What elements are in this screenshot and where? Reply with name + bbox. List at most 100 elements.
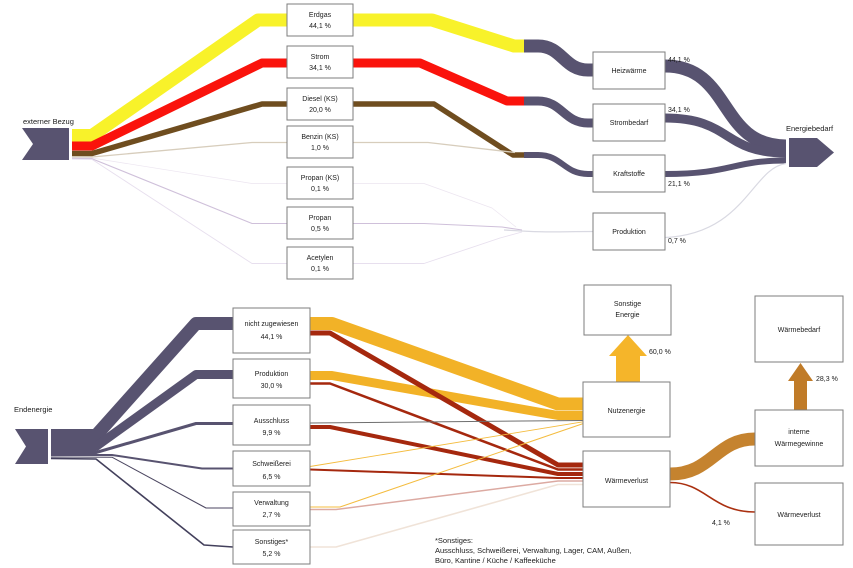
externer-bezug-label: externer Bezug: [23, 117, 74, 126]
nutzenergie-label: Nutzenergie: [608, 408, 646, 415]
schweisserei-pct: 6,5 %: [263, 474, 281, 481]
flow-ausschluss-nutzenergie: [309, 420, 584, 424]
bottom-flows: [50, 317, 813, 548]
schweisserei-box: [232, 450, 311, 487]
flow-produktion-nutzenergie: [310, 371, 583, 420]
nutzenergie-box: [582, 381, 671, 438]
produktion-bottom-label: Produktion: [255, 371, 289, 378]
waermebedarf-pct: 28,3 %: [816, 376, 838, 383]
sonstige-energie-pct: 60,0 %: [649, 349, 671, 356]
diesel-box: [286, 87, 354, 121]
benzin-pct: 1,0 %: [311, 145, 329, 152]
interne-label-line1: interne: [788, 429, 810, 436]
propan-ks-box: [286, 166, 354, 200]
sonstige-energie-label-line1: Sonstige: [614, 301, 641, 308]
nicht-zugewiesen-pct: 44,1 %: [261, 334, 283, 341]
waermebedarf-box: [754, 295, 844, 363]
flow-waermeverlust-waermeverlust-rechts: [669, 481, 756, 513]
flow-endenergie-nicht-zugewiesen: [51, 317, 233, 442]
produktion-top-box: [592, 212, 666, 251]
flow-sonstiges-waermeverlust: [310, 483, 583, 548]
flow-endenergie-schweisserei: [51, 454, 233, 470]
ausschluss-pct: 9,9 %: [263, 430, 281, 437]
energiebedarf-label: Energiebedarf: [786, 124, 834, 133]
schweisserei-label: Schweißerei: [252, 461, 291, 468]
propan-box: [286, 206, 354, 240]
top-text: externer Bezug Energiebedarf Erdgas 44,1…: [23, 12, 834, 273]
acetylen-box: [286, 246, 354, 280]
propan-ks-pct: 0,1 %: [311, 186, 329, 193]
erdgas-box: [286, 3, 354, 37]
verwaltung-label: Verwaltung: [254, 500, 289, 507]
flow-verwaltung-nutzenergie: [310, 423, 584, 508]
produktion-top-pct: 0,7 %: [668, 238, 686, 245]
sonstige-energie-box: [583, 284, 672, 336]
strom-label: Strom: [311, 54, 330, 61]
flow-strombedarf-out: [664, 113, 787, 158]
produktion-bottom-pct: 30,0 %: [261, 383, 283, 390]
acetylen-pct: 0,1 %: [311, 266, 329, 273]
kraftstoffe-pct: 21,1 %: [668, 181, 690, 188]
flow-kraftstoffe-in: [524, 152, 593, 177]
flow-heizwaerme-in: [524, 39, 595, 77]
flow-benzin: [71, 141, 516, 158]
diesel-pct: 20,0 %: [309, 107, 331, 114]
propan-pct: 0,5 %: [311, 226, 329, 233]
top-nodes: [22, 3, 834, 280]
flow-verwaltung-waermeverlust: [310, 480, 583, 511]
diesel-label: Diesel (KS): [302, 96, 337, 103]
flow-produktion-in: [503, 229, 594, 233]
waermeverlust-right-label: Wärmeverlust: [777, 512, 820, 519]
produktion-bottom-box: [232, 358, 311, 399]
kraftstoffe-label: Kraftstoffe: [613, 171, 645, 178]
propan-label: Propan: [309, 215, 332, 222]
flow-nutzenergie-sonstige-energie-arrow: [609, 335, 647, 382]
sonstiges-box: [232, 529, 311, 565]
benzin-label: Benzin (KS): [301, 134, 338, 141]
flow-ausschluss-waermeverlust: [310, 425, 583, 476]
produktion-top-label: Produktion: [612, 229, 646, 236]
flow-produktion-waermeverlust: [310, 382, 583, 471]
heizwaerme-pct: 44,1 %: [668, 57, 690, 64]
interne-label-line2: Wärmegewinne: [775, 441, 824, 448]
flow-produktion-out: [664, 162, 787, 239]
flow-endenergie-ausschluss: [51, 422, 233, 454]
acetylen-label: Acetylen: [307, 255, 334, 262]
flow-strombedarf-in: [524, 96, 593, 128]
nicht-zugewiesen-label: nicht zugewiesen: [245, 321, 299, 328]
heizwaerme-box: [592, 51, 666, 90]
ausschluss-label: Ausschluss: [254, 418, 290, 425]
externer-bezug-node: [22, 128, 69, 160]
waermebedarf-label: Wärmebedarf: [778, 327, 820, 334]
erdgas-label: Erdgas: [309, 12, 332, 19]
endenergie-label: Endenergie: [14, 405, 52, 414]
footnote-line1: *Sonstiges:: [435, 536, 473, 545]
strombedarf-pct: 34,1 %: [668, 107, 690, 114]
verwaltung-box: [232, 491, 311, 527]
interne-waermegewinne-box: [754, 409, 844, 467]
flow-endenergie-verwaltung: [50, 456, 233, 509]
bottom-text: Endenergie nicht zugewiesen 44,1 % Produ…: [14, 301, 838, 565]
flow-waermeverlust-interne: [669, 432, 756, 481]
flow-schweisserei-waermeverlust: [309, 468, 583, 479]
strom-box: [286, 45, 354, 79]
footnote-line2: Ausschluss, Schweißerei, Verwaltung, Lag…: [435, 546, 631, 555]
strombedarf-box: [592, 103, 666, 142]
waermeverlust-mid-label: Wärmeverlust: [605, 478, 648, 485]
waermeverlust-right-box: [754, 482, 844, 546]
flow-interne-waermebedarf-arrow: [788, 363, 813, 410]
flow-nicht-zugewiesen-nutzenergie: [310, 317, 583, 411]
nicht-zugewiesen-box: [232, 307, 311, 354]
benzin-box: [286, 125, 354, 159]
flow-endenergie-produktion: [51, 370, 233, 451]
sonstige-energie-label-line2: Energie: [615, 312, 639, 319]
sonstiges-pct: 5,2 %: [263, 551, 281, 558]
propan-ks-label: Propan (KS): [301, 175, 340, 182]
waermeverlust-mid-box: [582, 450, 671, 508]
erdgas-pct: 44,1 %: [309, 23, 331, 30]
top-flows: [71, 13, 787, 264]
bottom-nodes: [15, 284, 844, 565]
strom-pct: 34,1 %: [309, 65, 331, 72]
